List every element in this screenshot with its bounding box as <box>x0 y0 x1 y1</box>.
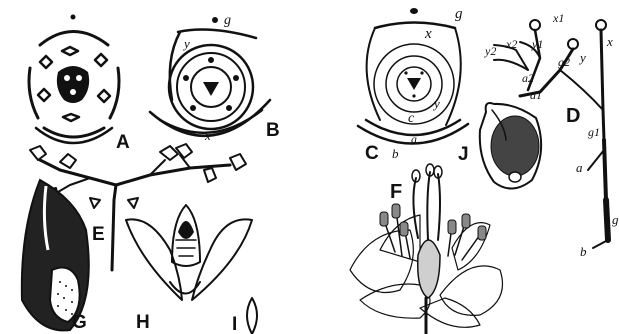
label-b: B <box>266 120 280 141</box>
label-i: I <box>232 314 237 334</box>
label-h: H <box>136 312 150 333</box>
panel-j-anther: J <box>458 103 541 189</box>
label-d-x2: x2 <box>505 37 517 51</box>
label-a: A <box>116 132 130 153</box>
label-d-x: x <box>606 34 613 49</box>
label-d-y: y <box>578 50 586 65</box>
panel-g-seed: G <box>22 180 89 333</box>
label-d-a1: a1 <box>530 88 542 102</box>
label-c-y: y <box>432 96 440 111</box>
label-d-b: b <box>580 244 587 259</box>
label-e: E <box>92 224 105 245</box>
panel-i-seed: I <box>232 298 257 334</box>
label-d-g2: g2 <box>558 55 570 69</box>
label-d: D <box>566 105 580 127</box>
label-f: F <box>390 181 402 203</box>
label-g: G <box>72 312 87 333</box>
panel-c-floral-diagram: g x y c a b C <box>358 6 468 164</box>
label-c-b: b <box>392 146 399 161</box>
label-d-y1: y1 <box>531 37 543 51</box>
label-d-a2: a2 <box>522 71 534 85</box>
label-d-g1: g1 <box>588 125 600 139</box>
label-c-x: x <box>424 26 432 42</box>
label-c-a: a <box>411 132 417 146</box>
label-d-x1: x1 <box>552 11 564 25</box>
panel-a-floral-diagram: A <box>29 15 130 154</box>
label-d-a: a <box>576 160 583 175</box>
label-c-c: c <box>408 111 415 126</box>
panel-f-open-flower: F <box>350 164 503 334</box>
label-d-y2: y2 <box>484 44 496 58</box>
panel-b-floral-diagram: g y x B <box>150 13 280 143</box>
label-b-x: x <box>204 128 211 143</box>
label-c-g: g <box>455 6 463 22</box>
label-b-y: y <box>182 36 190 51</box>
label-b-g: g <box>224 13 231 28</box>
label-j: J <box>458 144 469 165</box>
label-d-g: g <box>612 212 619 227</box>
label-c: C <box>365 143 379 164</box>
